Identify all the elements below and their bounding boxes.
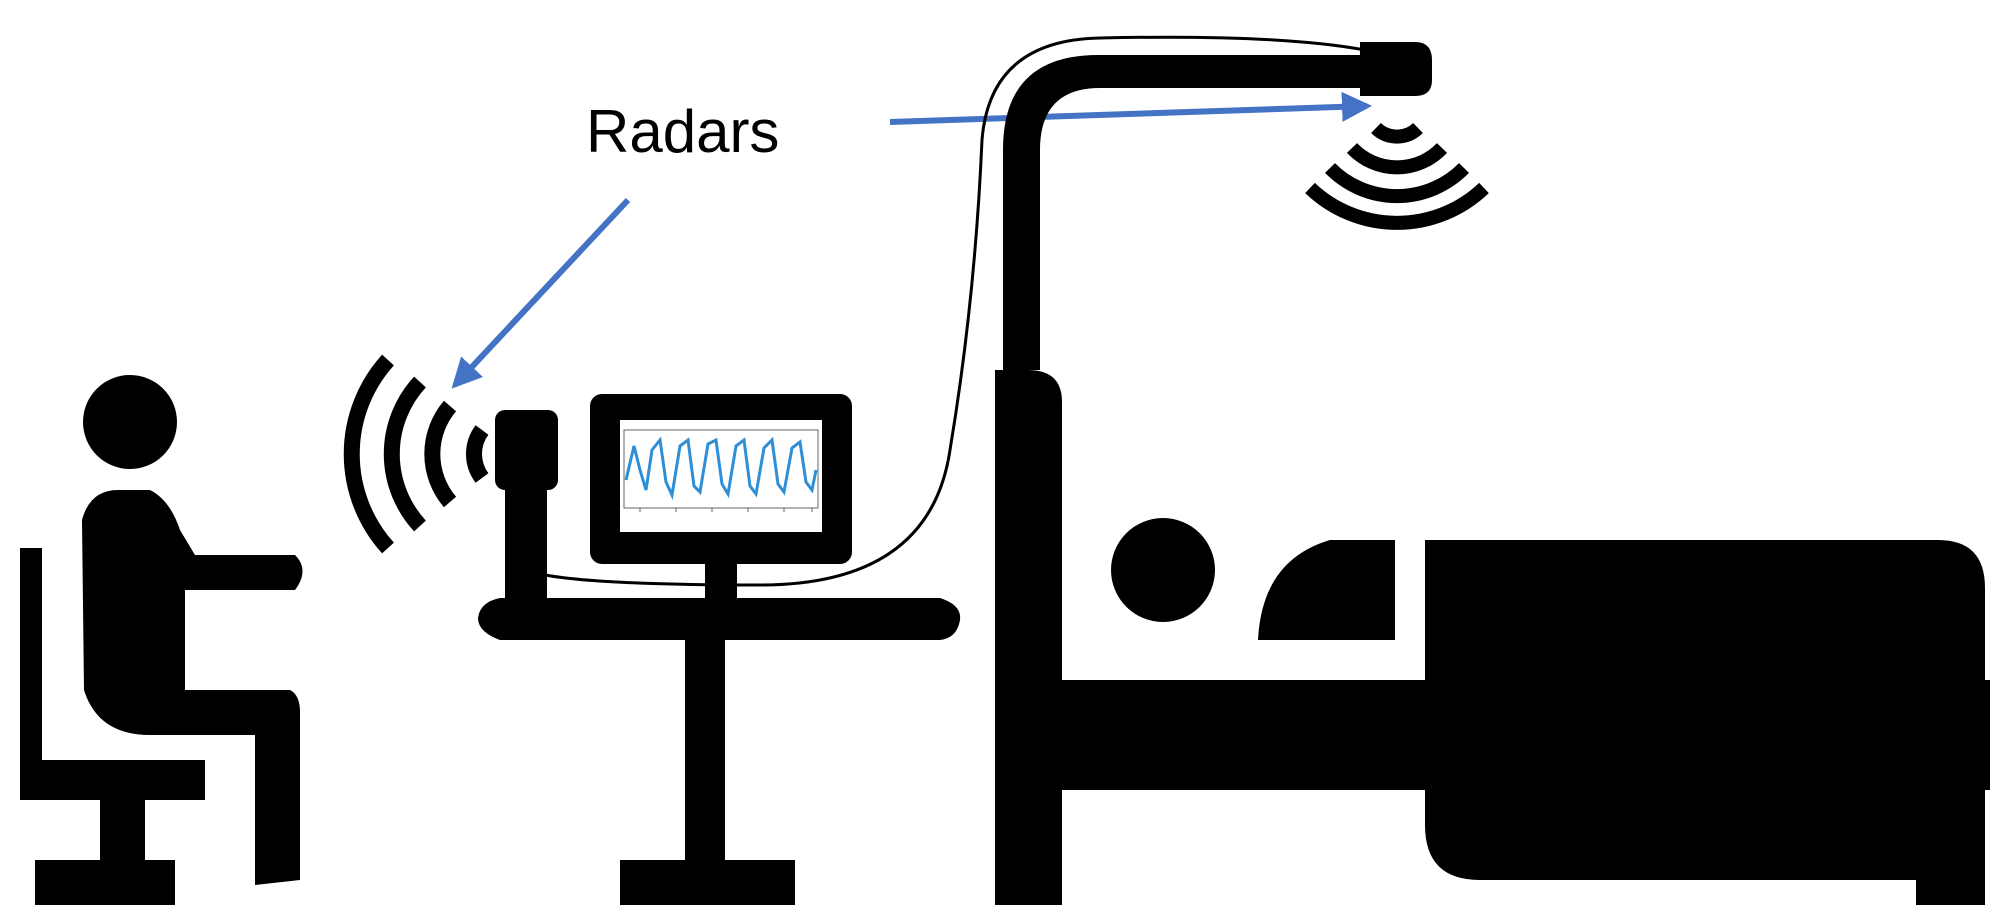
waveform [624, 436, 818, 501]
cable [544, 35, 1366, 587]
desk-station [343, 354, 961, 905]
radars-label: Radars [586, 98, 779, 165]
radar-arrows [451, 91, 1372, 389]
lying-person-shoulder [1258, 540, 1395, 640]
desk [478, 598, 961, 905]
desk-radar-waves [343, 354, 489, 554]
chair [20, 548, 205, 905]
arrow-to-ceiling-radar [889, 91, 1372, 125]
seated-person [20, 375, 303, 905]
blanket [1425, 540, 1985, 905]
bed-headboard [995, 370, 1062, 905]
person-head [83, 375, 177, 469]
overhead-arm [1003, 42, 1489, 370]
person-body [82, 490, 303, 885]
bed-area [995, 370, 1990, 905]
lying-person-head [1111, 518, 1215, 622]
waveform-axis-ticks [639, 508, 813, 512]
ceiling-radar-waves [1305, 122, 1489, 230]
arrow-to-desk-radar [451, 197, 631, 389]
arm-pole [1003, 55, 1380, 370]
monitor-stand [705, 560, 737, 600]
ceiling-radar [1360, 42, 1432, 96]
waveform-plot [623, 429, 819, 512]
desk-radar [495, 410, 558, 490]
